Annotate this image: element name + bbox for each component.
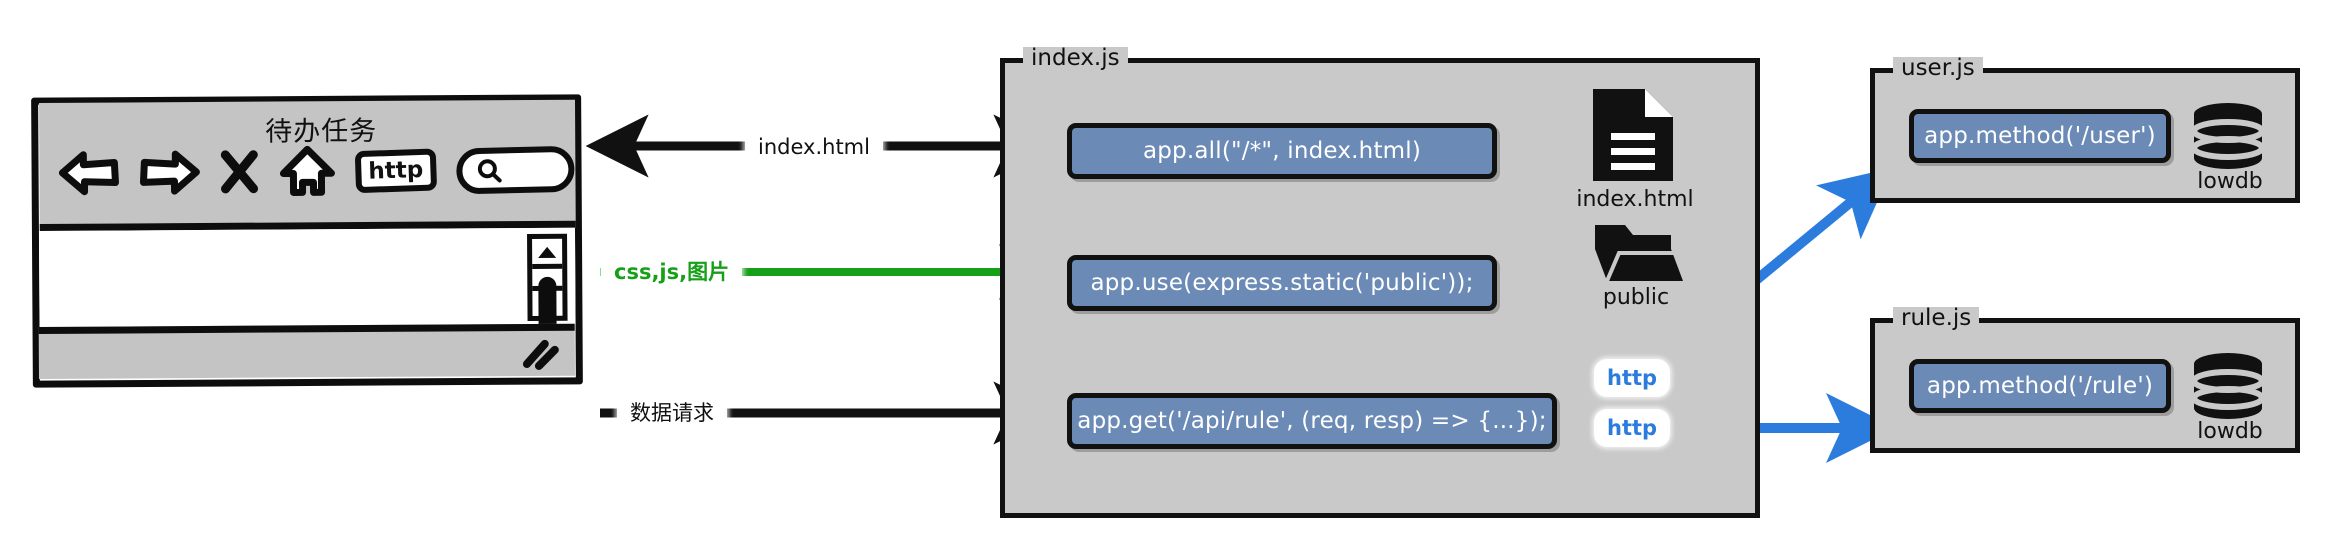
scroll-up-arrow-icon[interactable] — [532, 238, 563, 269]
asset-label-index-html: index.html — [1576, 187, 1694, 212]
edge-label-static-assets: css,js,图片 — [604, 256, 740, 289]
code-box-app-all[interactable]: app.all("/*", index.html) — [1067, 123, 1497, 179]
search-icon — [477, 159, 502, 183]
document-icon — [1587, 85, 1679, 185]
browser-toolbar: 待办任务 — [39, 99, 576, 231]
code-box-rule-method[interactable]: app.method('/rule') — [1909, 359, 2171, 413]
stop-x-icon[interactable] — [219, 148, 259, 196]
edge-label-data-request: 数据请求 — [620, 397, 724, 430]
database-icon — [2189, 351, 2267, 423]
folder-icon — [1591, 215, 1683, 287]
back-arrow-icon[interactable] — [58, 149, 119, 197]
browser-status-bar — [38, 323, 575, 379]
edge-label-index-html: index.html — [748, 131, 880, 164]
search-input[interactable] — [455, 145, 575, 195]
vertical-scrollbar[interactable] — [527, 233, 568, 355]
panel-title-user-js: user.js — [1893, 57, 1983, 80]
panel-index-js: index.js app.all("/*", index.html) app.u… — [1000, 47, 1760, 518]
database-icon — [2189, 101, 2267, 173]
panel-user-js: user.js app.method('/user') lowdb — [1870, 57, 2300, 203]
panel-title-rule-js: rule.js — [1893, 307, 1980, 330]
browser-viewport — [39, 227, 576, 355]
forward-arrow-icon[interactable] — [139, 148, 200, 196]
asset-label-public: public — [1602, 285, 1670, 310]
panel-title-index-js: index.js — [1023, 47, 1128, 70]
database-label-user: lowdb — [2197, 169, 2263, 194]
home-icon[interactable] — [279, 145, 335, 197]
code-box-app-get[interactable]: app.get('/api/rule', (req, resp) => {...… — [1067, 393, 1557, 449]
code-box-app-use[interactable]: app.use(express.static('public')); — [1067, 255, 1497, 311]
edge-label-http-user: http — [1597, 362, 1668, 395]
browser-window[interactable]: 待办任务 — [31, 94, 583, 388]
resize-grip-icon[interactable] — [521, 339, 559, 370]
edge-label-http-rule: http — [1597, 412, 1668, 445]
protocol-badge[interactable]: http — [354, 148, 437, 194]
scrollbar-track[interactable] — [532, 269, 562, 355]
toolbar-icon-row: http — [58, 144, 575, 199]
panel-rule-js: rule.js app.method('/rule') lowdb — [1870, 307, 2300, 453]
database-label-rule: lowdb — [2197, 419, 2263, 444]
code-box-user-method[interactable]: app.method('/user') — [1909, 109, 2171, 163]
